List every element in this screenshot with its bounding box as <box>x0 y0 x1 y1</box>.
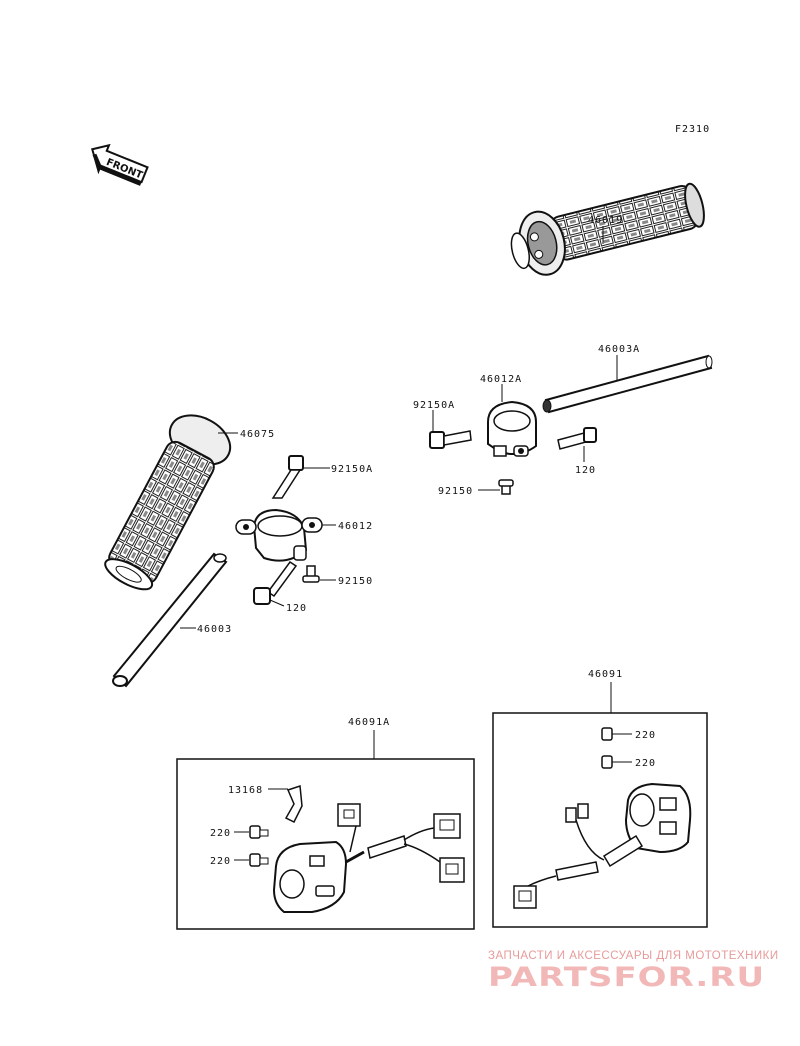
right-holder <box>487 400 537 457</box>
label-220-c: 220 <box>635 730 656 741</box>
label-46091: 46091 <box>588 669 623 680</box>
watermark-tagline: ЗАПЧАСТИ И АКСЕССУАРЫ ДЛЯ МОТОТЕХНИКИ <box>488 950 779 962</box>
left-screw-92150 <box>302 565 320 583</box>
screw-220-d <box>601 755 613 769</box>
label-46012: 46012 <box>338 521 373 532</box>
clip-13168 <box>284 784 303 824</box>
right-grip <box>510 182 705 276</box>
label-92150a-left: 92150A <box>331 464 373 475</box>
label-46003: 46003 <box>197 624 232 635</box>
right-bar <box>542 354 713 414</box>
label-46012a: 46012A <box>480 374 522 385</box>
right-screw-92150 <box>498 479 514 495</box>
label-120-left: 120 <box>286 603 307 614</box>
label-220-d: 220 <box>635 758 656 769</box>
label-13168: 13168 <box>228 785 263 796</box>
label-46019: 46019 <box>588 215 623 226</box>
figure-code: F2310 <box>675 124 710 135</box>
label-92150-left: 92150 <box>338 576 373 587</box>
right-switch-frame <box>492 712 708 928</box>
front-arrow-icon: FRONT <box>91 143 149 186</box>
right-switch-housing <box>513 782 692 909</box>
label-92150a-right: 92150A <box>413 400 455 411</box>
left-holder <box>235 508 323 562</box>
left-switch-frame <box>176 758 475 930</box>
right-bolt-120 <box>557 427 597 450</box>
label-220-a: 220 <box>210 828 231 839</box>
label-120-right: 120 <box>575 465 596 476</box>
screw-220-a <box>249 825 269 839</box>
screw-220-c <box>601 727 613 741</box>
screw-220-b <box>249 853 269 867</box>
left-bolt-120 <box>253 560 298 605</box>
label-46091a: 46091A <box>348 717 390 728</box>
left-bar <box>112 552 228 688</box>
label-46003a: 46003A <box>598 344 640 355</box>
watermark-logo: PARTSFOR.RU <box>488 962 766 994</box>
left-switch-housing <box>272 803 465 913</box>
left-bolt-92150a <box>271 455 304 499</box>
right-bolt-92150a <box>429 430 472 449</box>
left-grip <box>104 414 232 591</box>
label-46075: 46075 <box>240 429 275 440</box>
label-220-b: 220 <box>210 856 231 867</box>
label-92150-right: 92150 <box>438 486 473 497</box>
